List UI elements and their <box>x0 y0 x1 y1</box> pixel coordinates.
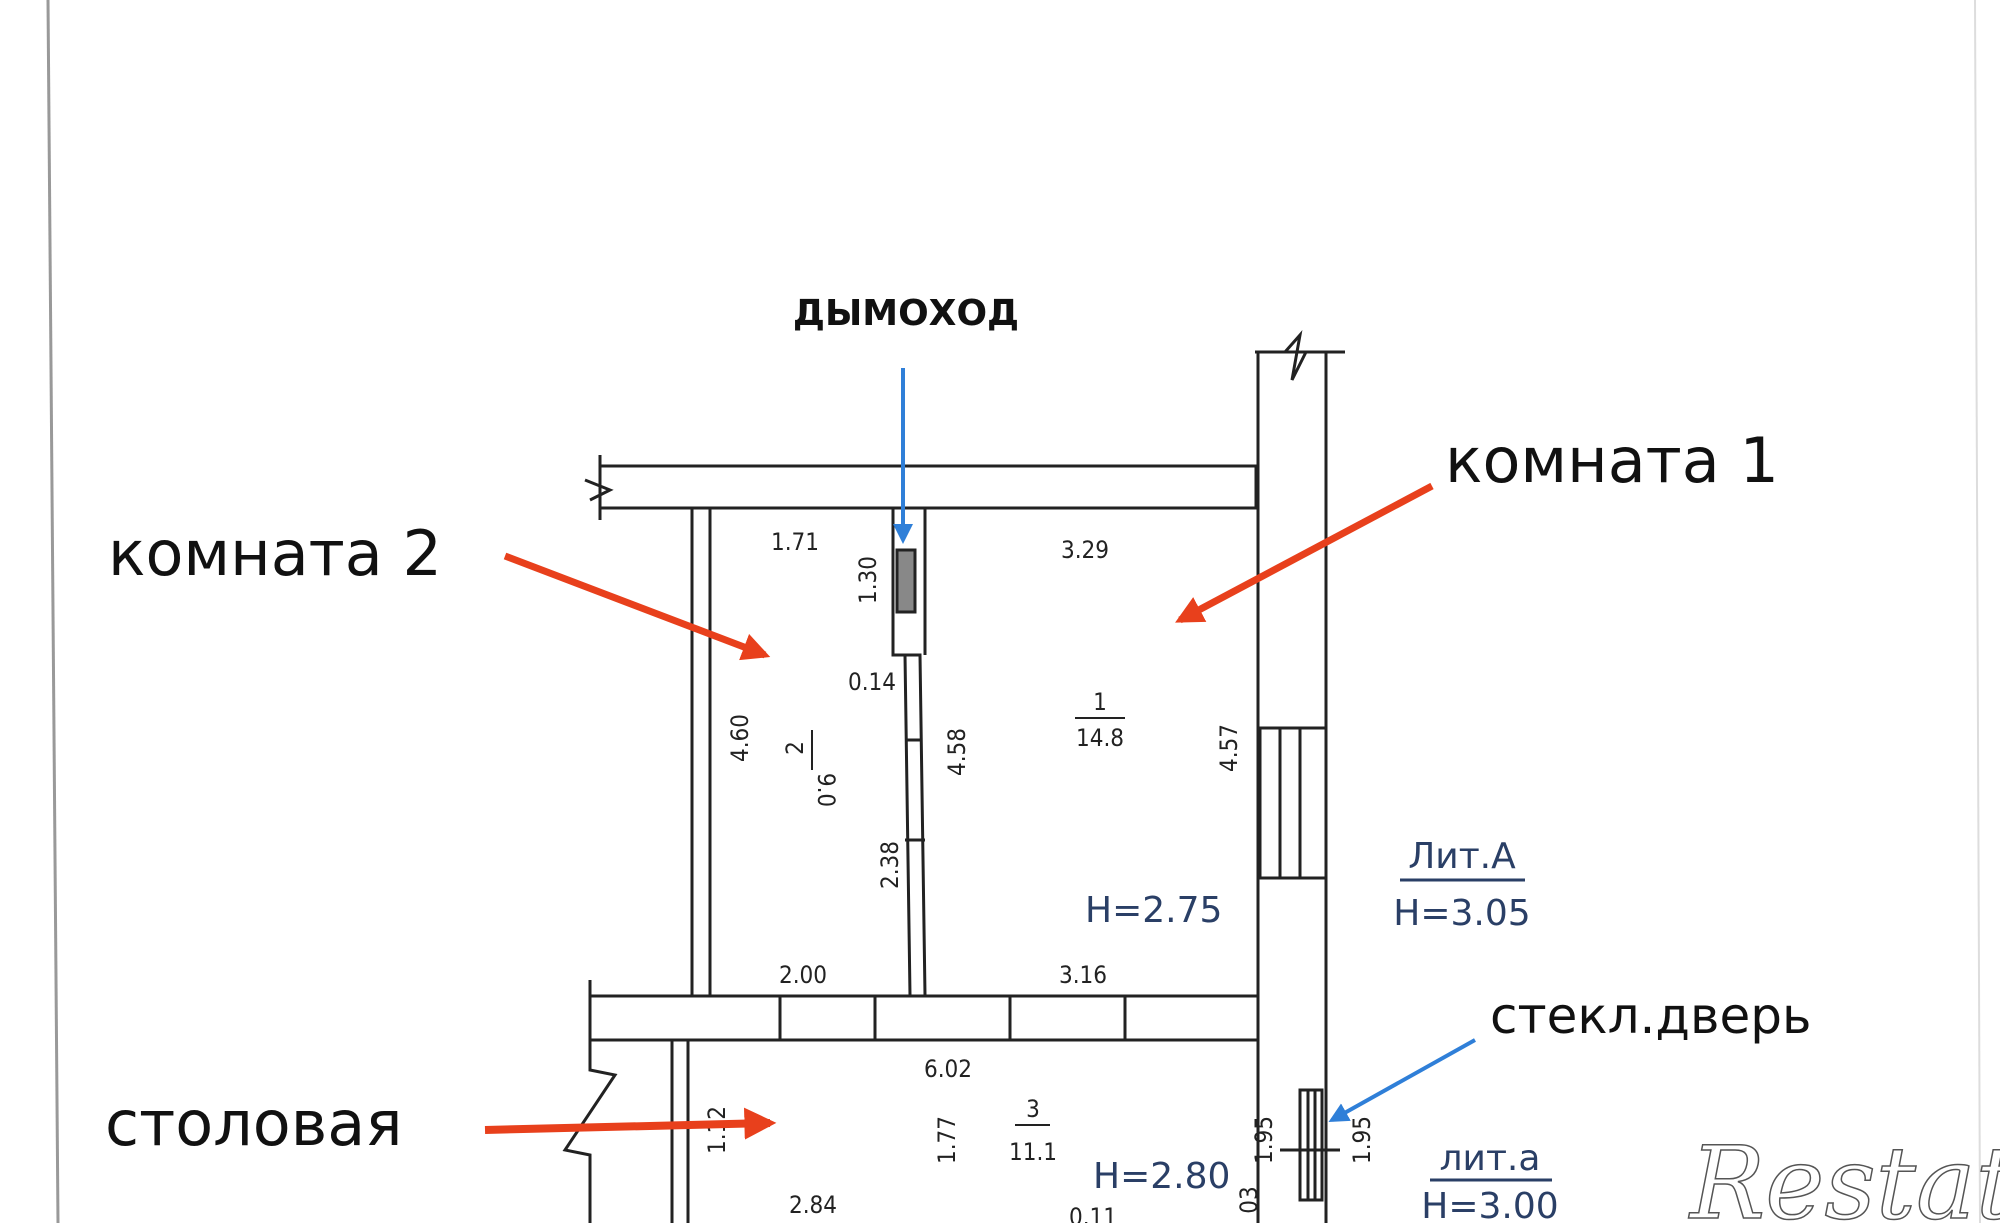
glass-door-label: стекл.дверь <box>1490 987 1811 1045</box>
dim-label: 4.60 <box>726 714 754 762</box>
dim-label: 1.30 <box>854 556 882 604</box>
room-1-tag: 1 14.8 H=2.75 <box>1075 688 1222 931</box>
room-height: H=2.80 <box>1093 1156 1230 1197</box>
window-dividers <box>778 996 1127 1040</box>
room-height: H=2.75 <box>1085 890 1222 931</box>
letter-A: Лит.А H=3.05 <box>1393 836 1530 934</box>
top-wall <box>598 464 1258 510</box>
page-border-left <box>46 0 60 1223</box>
dim-label: 0.11 <box>1069 1203 1117 1223</box>
window-room1 <box>1258 726 1328 880</box>
break-mark-top <box>584 455 614 520</box>
middle-wall <box>588 994 1260 1042</box>
chimney-label: ДЫМОХОД <box>793 293 1019 334</box>
dim-label: 4.57 <box>1215 724 1243 772</box>
room-2-arrow <box>503 552 771 661</box>
walls <box>562 329 1345 1223</box>
room-area: 14.8 <box>1076 724 1124 752</box>
dim-label: 3.16 <box>1059 961 1107 989</box>
room-area: 9.0 <box>812 773 840 807</box>
watermark-logo: Restate <box>1688 1125 2000 1223</box>
letter-name: Лит.А <box>1408 836 1516 877</box>
dim-label: 1.95 <box>1250 1116 1278 1164</box>
letter-height: H=3.05 <box>1393 893 1530 934</box>
dim-label: 2.38 <box>876 841 904 889</box>
dining-label: столовая <box>105 1087 403 1160</box>
dining-arrow <box>484 1107 777 1140</box>
room-1-label: комната 1 <box>1445 424 1779 497</box>
glass-door <box>1298 1088 1324 1202</box>
dim-label: 2.00 <box>779 961 827 989</box>
dim-label: 1.71 <box>771 528 819 556</box>
letter-name: лит.а <box>1440 1138 1541 1179</box>
page-border-right <box>1974 0 1981 1223</box>
break-mark-left <box>562 1040 618 1223</box>
chimney <box>895 548 917 614</box>
dim-label: 1.12 <box>703 1106 731 1154</box>
dim-label: 1.77 <box>933 1116 961 1164</box>
room-area: 11.1 <box>1009 1138 1057 1166</box>
glass-door-lines <box>1280 1090 1340 1200</box>
dim-label: 0.14 <box>848 668 896 696</box>
dim-label: 4.58 <box>943 728 971 776</box>
partition-wall <box>891 508 927 996</box>
letter-height: H=3.00 <box>1421 1186 1558 1223</box>
break-mark-right <box>1255 329 1345 381</box>
dim-label: 2.84 <box>789 1191 837 1219</box>
room-3-tag: 3 11.1 H=2.80 <box>1009 1095 1230 1197</box>
room-number: 1 <box>1093 688 1107 716</box>
dim-label: 03 <box>1235 1186 1263 1213</box>
dining-left-wall <box>670 1038 690 1223</box>
window-lines <box>1278 728 1302 878</box>
dim-label: 3.29 <box>1061 536 1109 564</box>
room-number: 2 <box>781 741 809 755</box>
room2-left-wall <box>690 506 712 998</box>
room-1-arrow <box>1175 482 1434 624</box>
dim-label: 6.02 <box>924 1055 972 1083</box>
dim-label: 1.95 <box>1348 1116 1376 1164</box>
letter-a: лит.а H=3.00 <box>1421 1138 1558 1223</box>
room-2-label: комната 2 <box>108 517 442 590</box>
room-number: 3 <box>1026 1095 1040 1123</box>
dimension-labels: 1.71 3.29 1.30 0.14 4.60 4.58 4.57 2.38 … <box>703 528 1376 1223</box>
glass-door-arrow <box>1328 1038 1476 1122</box>
room-2-tag: 2 9.0 <box>781 730 840 807</box>
